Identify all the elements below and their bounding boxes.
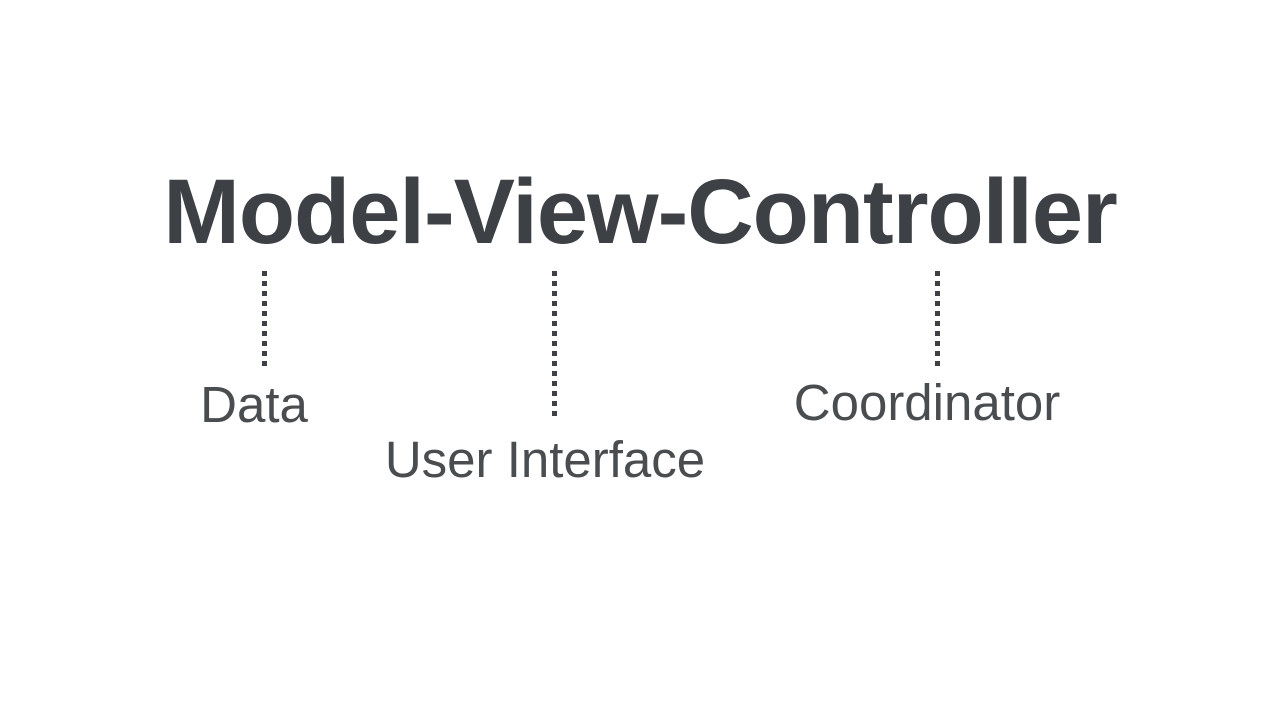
label-coordinator: Coordinator xyxy=(793,374,1061,431)
dotted-connector-model-to-data xyxy=(262,271,267,366)
dotted-connector-view-to-user-interface xyxy=(552,271,557,421)
page-title: Model-View-Controller xyxy=(163,161,1118,263)
label-data: Data xyxy=(200,376,308,433)
label-user-interface: User Interface xyxy=(384,431,706,488)
dotted-connector-controller-to-coordinator xyxy=(935,271,940,366)
